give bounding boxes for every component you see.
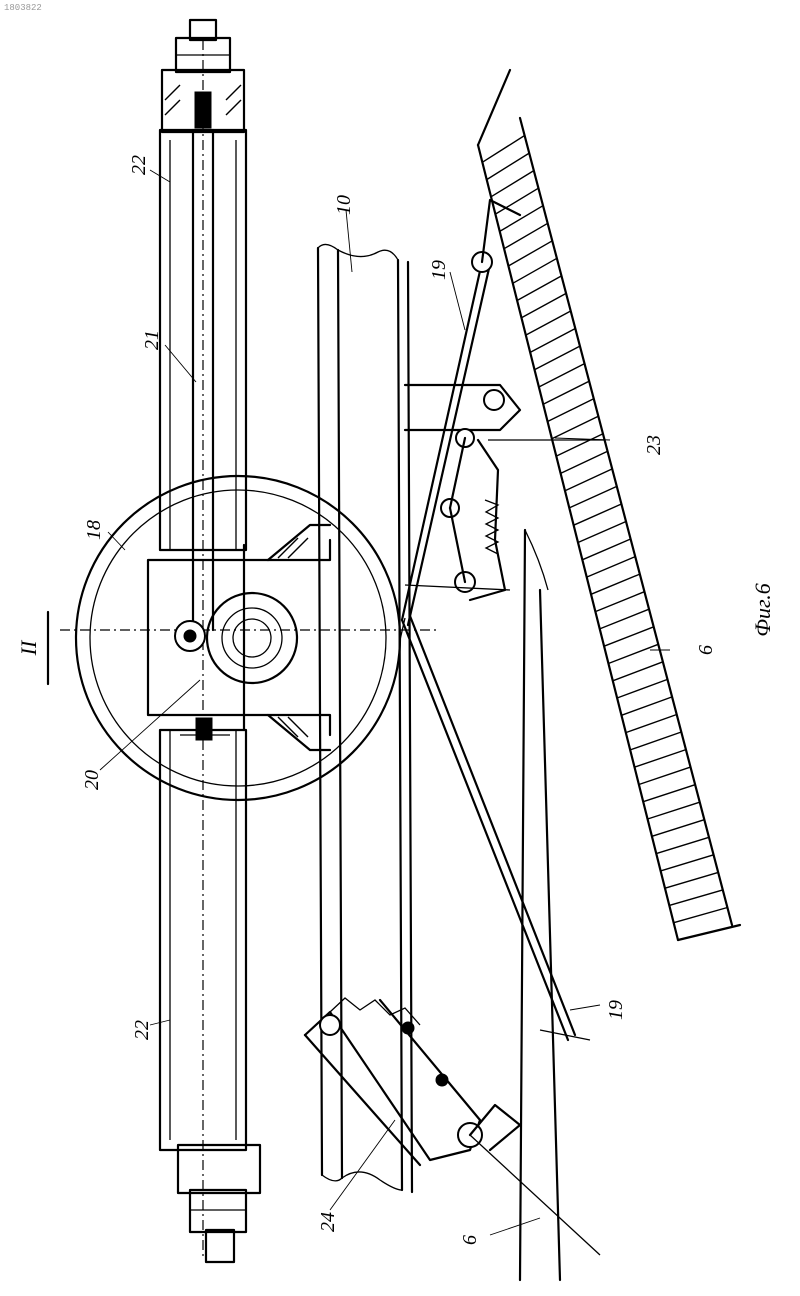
beam-hatch-line xyxy=(661,855,714,871)
beam-hatch-line xyxy=(665,872,718,888)
beam-hatch-line xyxy=(526,311,571,335)
document-number: 1803822 xyxy=(4,3,42,13)
beam-hatch-line xyxy=(491,171,534,197)
beam-hatch-line xyxy=(556,434,603,456)
beam-hatch-line xyxy=(669,890,723,906)
wheel-18 xyxy=(76,476,400,800)
beam-hatch-line xyxy=(565,469,612,491)
beam-hatch-line xyxy=(595,592,644,612)
beam-hatch-line xyxy=(578,522,626,543)
beam-hatch-line xyxy=(517,276,561,301)
figure-caption: Фиг.6 xyxy=(750,583,775,637)
section-mark: II xyxy=(16,612,48,684)
cylinder-22-lower xyxy=(160,718,260,1262)
label-24: 24 xyxy=(317,1212,339,1232)
lower-beam-6 xyxy=(520,530,560,1280)
beam-hatch-line xyxy=(626,715,677,733)
beam-hatch-line xyxy=(617,679,667,698)
beam-hatch-line xyxy=(613,662,663,681)
beam-hatch-line xyxy=(648,802,700,819)
center-lines xyxy=(60,40,440,1260)
beam-hatch-line xyxy=(482,136,524,163)
beam-hatch-line xyxy=(639,767,691,784)
beam-hatch-line xyxy=(535,346,580,370)
label-23: 23 xyxy=(643,435,665,455)
label-22-bottom: 22 xyxy=(131,1020,153,1040)
beam-hatch-line xyxy=(548,399,594,422)
beam-hatch-line xyxy=(622,697,673,715)
beam-hatch-line xyxy=(582,539,630,560)
label-21: 21 xyxy=(141,330,163,350)
beam-hatch-line xyxy=(600,609,649,629)
beam-hatch-line xyxy=(674,908,728,923)
beam-hatch-line xyxy=(630,732,681,750)
leader-lines xyxy=(100,170,670,1235)
beam-hatch-line xyxy=(508,241,552,266)
label-19-bottom: 19 xyxy=(605,1000,627,1020)
frame-beam-10 xyxy=(318,244,412,1192)
label-6-right: 6 xyxy=(695,645,717,655)
label-10: 10 xyxy=(333,195,355,215)
beam-hatch-line xyxy=(635,750,686,768)
beam-hatch-line xyxy=(504,223,548,248)
beam-hatch-line xyxy=(500,206,543,232)
beam-hatch-line xyxy=(643,785,695,802)
beam-hatch-line xyxy=(513,258,557,283)
beam-hatch-line xyxy=(487,153,530,180)
section-mark-label: II xyxy=(16,639,41,656)
label-19-top: 19 xyxy=(428,260,450,280)
beam-hatch-line xyxy=(587,557,636,578)
inclined-beam-6 xyxy=(478,70,740,940)
beam-hatch-line xyxy=(539,364,585,387)
beam-hatch-line xyxy=(561,451,608,473)
beam-hatch-line xyxy=(652,820,704,837)
beam-hatch-line xyxy=(656,837,709,853)
beam-hatch-line xyxy=(522,293,567,317)
beam-hatch-line xyxy=(495,188,538,214)
linkage-23 xyxy=(405,385,605,600)
beam-hatch-line xyxy=(569,486,617,508)
beam-hatch-line xyxy=(604,627,654,646)
label-18: 18 xyxy=(83,520,105,540)
label-22-top: 22 xyxy=(128,155,150,175)
beam-hatch-line xyxy=(574,504,622,525)
label-20: 20 xyxy=(81,770,103,790)
beam-hatch-line xyxy=(543,381,589,404)
beam-hatch-line xyxy=(608,644,658,663)
beam-hatch-line xyxy=(530,329,575,353)
beam-hatch-line xyxy=(552,416,598,439)
beam-hatch-line xyxy=(591,574,640,594)
label-6-bottom: 6 xyxy=(459,1235,481,1245)
